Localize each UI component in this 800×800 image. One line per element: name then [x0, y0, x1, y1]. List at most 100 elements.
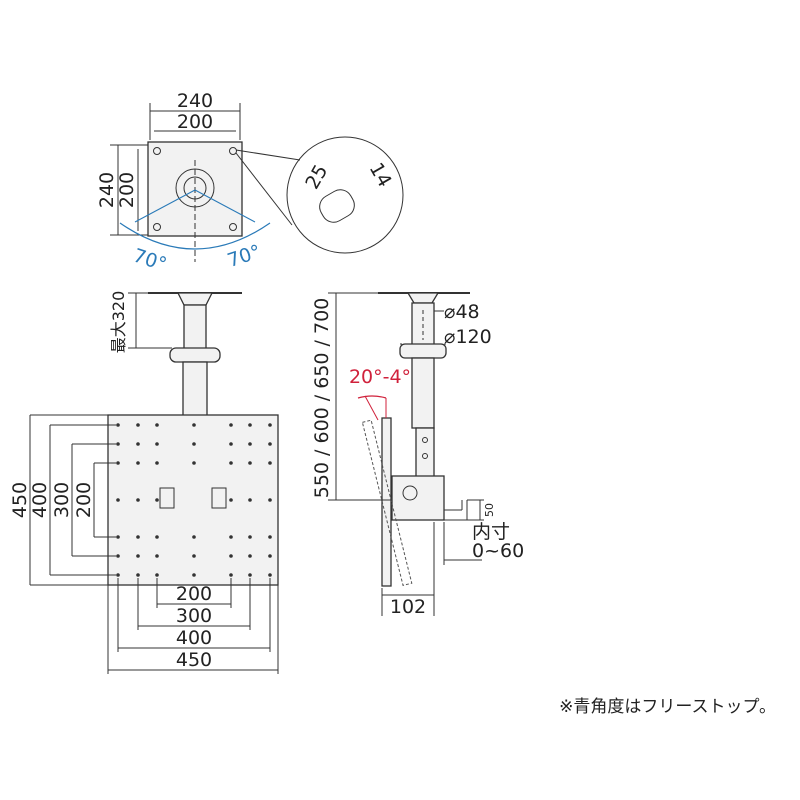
vesa-hole	[155, 573, 159, 577]
vesa-hole	[229, 498, 233, 502]
vesa-hole	[192, 461, 196, 465]
vesa-hole	[192, 554, 196, 558]
ceiling-flange	[176, 292, 214, 306]
vesa-hole	[116, 498, 120, 502]
slot-hole	[319, 189, 355, 223]
vesa-hole	[248, 573, 252, 577]
vesa-hole	[136, 461, 140, 465]
tv-panel-tilted	[361, 419, 413, 586]
vesa-hole	[268, 442, 272, 446]
vesa-hole	[116, 554, 120, 558]
height-300: 300	[51, 482, 73, 518]
vesa-hole	[248, 554, 252, 558]
max-label: 最大320	[109, 291, 128, 354]
vesa-hole	[155, 423, 159, 427]
vesa-hole	[192, 535, 196, 539]
lower-pipe	[411, 357, 435, 429]
vesa-hole	[248, 498, 252, 502]
vesa-hole	[229, 554, 233, 558]
vesa-hole	[229, 442, 233, 446]
screw-hole	[153, 147, 161, 155]
vesa-hole	[268, 461, 272, 465]
vesa-hole	[268, 535, 272, 539]
vesa-hole	[248, 461, 252, 465]
leader-line	[235, 152, 293, 226]
width-200: 200	[176, 583, 212, 605]
width-400: 400	[176, 627, 212, 649]
vesa-hole	[192, 442, 196, 446]
vesa-hole	[136, 423, 140, 427]
top-width-outer: 240	[177, 90, 213, 112]
angle-left: 70°	[130, 245, 169, 276]
footnote: ※青角度はフリーストップ。	[559, 697, 776, 717]
tilt-bracket	[391, 475, 445, 521]
vesa-hole	[248, 442, 252, 446]
adjust-hole	[422, 453, 428, 459]
tilt-knob	[402, 485, 418, 501]
vesa-hole	[248, 535, 252, 539]
tilt-angle: 20°-4°	[349, 366, 411, 388]
lower-pipe	[182, 361, 208, 418]
vesa-hole	[116, 461, 120, 465]
vesa-hole	[229, 461, 233, 465]
leader-line	[235, 149, 301, 161]
base-diameter: ⌀120	[444, 326, 492, 348]
screw-hole	[229, 147, 237, 155]
vesa-hole	[268, 498, 272, 502]
vesa-hole	[136, 573, 140, 577]
pipe-diameter: ⌀48	[444, 301, 480, 323]
vesa-hole	[229, 573, 233, 577]
height-200: 200	[73, 482, 95, 518]
vesa-hole	[116, 442, 120, 446]
detail-a: 25	[301, 161, 332, 193]
tilt-arc	[357, 395, 387, 399]
vesa-hole	[155, 442, 159, 446]
angle-right: 70°	[225, 241, 264, 272]
width-300: 300	[176, 605, 212, 627]
inner-range: 0~60	[472, 540, 524, 562]
inner-label: 内寸	[472, 521, 510, 543]
plate-slot	[159, 487, 175, 509]
pipe-collar	[399, 343, 447, 359]
vesa-hole	[268, 554, 272, 558]
pipe-collar	[169, 347, 221, 363]
detail-bubble	[286, 136, 404, 254]
detail-b: 14	[365, 159, 396, 191]
top-width-inner: 200	[177, 111, 213, 133]
front-view: 最大320 450 400 300 200	[9, 291, 279, 674]
vesa-hole-grid	[116, 423, 272, 577]
vesa-hole	[136, 498, 140, 502]
adjust-hole	[422, 437, 428, 443]
vesa-hole	[248, 423, 252, 427]
height-450: 450	[9, 482, 31, 518]
side-view: 20°-4° ⌀48 ⌀120 550 / 600 / 650 / 700 10…	[311, 292, 524, 618]
top-view: 240 200 240 200 70° 70° 25 14	[96, 90, 404, 276]
height-400: 400	[29, 482, 51, 518]
vesa-hole	[155, 554, 159, 558]
height-range: 550 / 600 / 650 / 700	[311, 298, 333, 499]
vesa-hole	[155, 461, 159, 465]
vesa-hole	[229, 535, 233, 539]
top-height-outer: 240	[96, 172, 118, 208]
screw-hole	[153, 223, 161, 231]
vesa-hole	[136, 442, 140, 446]
vesa-hole	[192, 423, 196, 427]
vesa-hole	[116, 573, 120, 577]
ceiling-flange	[406, 292, 440, 304]
vesa-hole	[268, 423, 272, 427]
vesa-hole	[192, 573, 196, 577]
width-450: 450	[176, 649, 212, 671]
vesa-hole	[116, 423, 120, 427]
vesa-hole	[136, 535, 140, 539]
vesa-hole	[268, 573, 272, 577]
plate-slot	[211, 487, 227, 509]
swivel-ray	[134, 189, 196, 223]
tv-panel	[381, 417, 392, 587]
top-height-inner: 200	[116, 172, 138, 208]
depth-102: 102	[390, 596, 426, 618]
vesa-plate	[107, 414, 279, 586]
tilt-ray	[364, 395, 379, 421]
upper-pipe	[183, 304, 207, 351]
vesa-hole	[229, 423, 233, 427]
